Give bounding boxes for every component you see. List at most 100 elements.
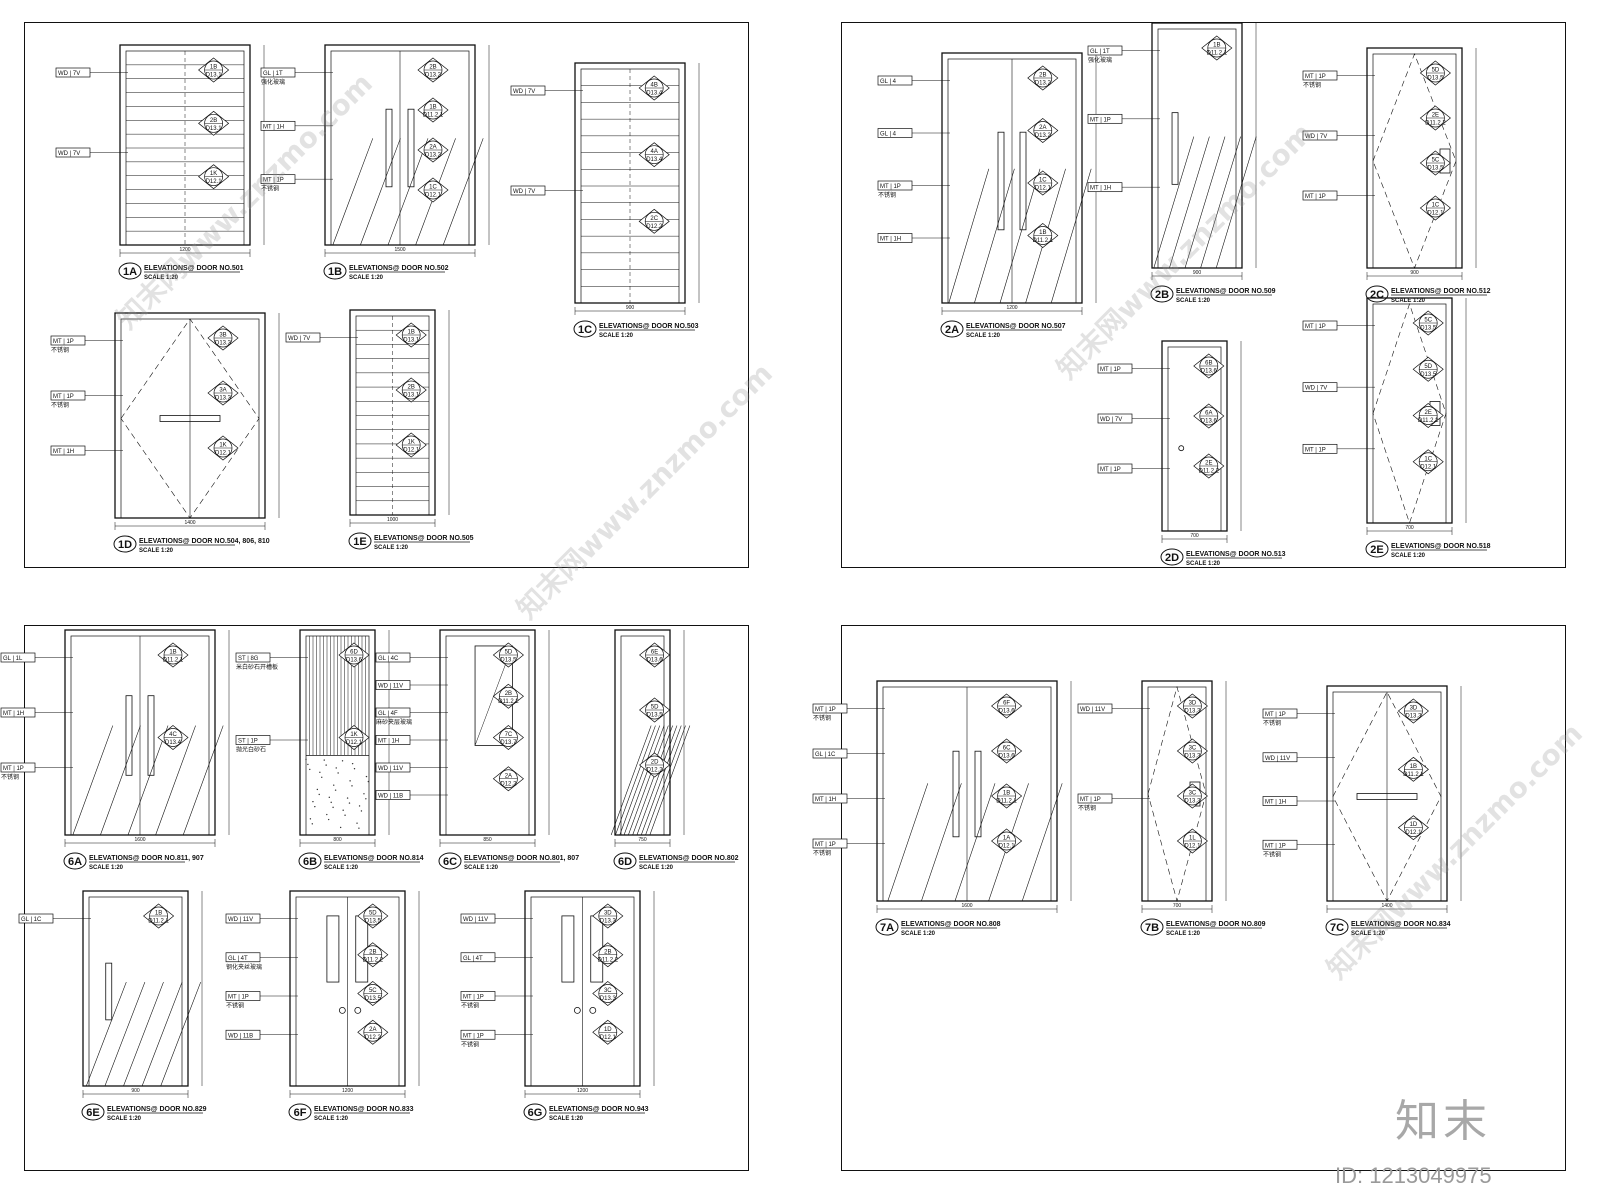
elevation-code: 1D: [118, 539, 132, 551]
material-tag: MT | 1H: [877, 233, 950, 243]
material-code: MT | 1P: [1305, 447, 1326, 453]
material-tag: GL | 4T: [460, 952, 533, 963]
bubble-sheet-ref: D13.2: [425, 153, 442, 159]
bubble-detail-number: 1A: [1003, 836, 1010, 842]
detail-bubble: 2E D11.2.2: [1412, 403, 1444, 428]
material-tag: WD | 7V: [285, 332, 358, 343]
bubble-detail-number: 2E: [1205, 461, 1212, 467]
bubble-sheet-ref: D13.6: [1201, 419, 1218, 425]
bubble-sheet-ref: D13.7: [500, 740, 517, 746]
bubble-sheet-ref: D13.4: [165, 740, 182, 746]
bubble-detail-number: 2E: [1425, 410, 1432, 416]
material-code: WD | 11V: [463, 917, 488, 923]
bubble-detail-number: 2B: [505, 691, 512, 697]
elevation-title: ELEVATIONS@ DOOR NO.833: [314, 1106, 414, 1113]
material-code: MT | 1P: [463, 995, 484, 1001]
material-code: MT | 1H: [1090, 186, 1111, 192]
bubble-sheet-ref: D13.1: [206, 126, 223, 132]
material-note: 强化玻璃: [261, 78, 285, 86]
bubble-detail-number: 2A: [1039, 125, 1046, 131]
material-code: MT | 1H: [378, 739, 399, 745]
elevation-code: 2B: [1155, 289, 1169, 301]
bubble-sheet-ref: D12.1: [1405, 830, 1422, 836]
bubble-sheet-ref: D11.2.2: [1418, 418, 1439, 424]
bubble-detail-number: 4C: [169, 732, 177, 738]
width-dimension: 800: [333, 837, 342, 843]
elevation-title: ELEVATIONS@ DOOR NO.502: [349, 265, 449, 272]
material-note: 不锈钢: [813, 849, 831, 857]
bubble-detail-number: 2B: [369, 949, 376, 955]
bubble-detail-number: 1D: [604, 1027, 612, 1033]
material-code: MT | 1P: [1265, 712, 1286, 718]
bubble-detail-number: 1B: [429, 105, 436, 111]
material-code: MT | 1P: [1305, 194, 1326, 200]
material-code: MT | 1P: [3, 766, 24, 772]
elevation-scale: SCALE 1:20: [139, 548, 174, 554]
elevation-title: ELEVATIONS@ DOOR NO.829: [107, 1106, 207, 1113]
material-code: MT | 1P: [53, 339, 74, 345]
material-tag: MT | 1P: [1302, 190, 1375, 201]
bubble-sheet-ref: D13.5: [365, 996, 382, 1002]
bubble-sheet-ref: D12.1: [1420, 464, 1437, 470]
material-code: WD | 11V: [378, 766, 403, 772]
bubble-detail-number: 5D: [1424, 364, 1432, 370]
bubble-detail-number: 6F: [1003, 701, 1010, 707]
material-code: GL | 4C: [378, 656, 399, 662]
material-tag: WD | 7V: [1097, 413, 1170, 424]
material-tag: MT | 1H: [1087, 182, 1160, 193]
material-note: 不锈钢: [813, 714, 831, 722]
material-tag: WD | 11V: [1262, 752, 1335, 763]
bubble-sheet-ref: D13.3: [215, 396, 232, 402]
material-note: 不锈钢: [1263, 719, 1281, 727]
elevation-title: ELEVATIONS@ DOOR NO.802: [639, 855, 739, 862]
material-code: GL | 4T: [228, 956, 248, 962]
material-note: 不锈钢: [261, 185, 279, 193]
bubble-detail-number: 2D: [651, 760, 659, 766]
elevation-code-bubble: [81, 1103, 105, 1121]
bubble-sheet-ref: D12.1: [215, 451, 232, 457]
material-tag: WD | 11B: [225, 1029, 298, 1040]
elevation-scale: SCALE 1:20: [599, 333, 634, 339]
brand-logo-text: 知末: [1395, 1096, 1491, 1147]
width-dimension: 850: [483, 837, 492, 843]
elevation-code: 6E: [86, 1107, 99, 1119]
elevation-scale: SCALE 1:20: [549, 1116, 584, 1122]
bubble-sheet-ref: D12.1: [600, 1035, 617, 1041]
bubble-detail-number: 5D: [505, 650, 513, 656]
material-code: GL | 1C: [21, 917, 42, 923]
elevation-code-bubble: [1365, 540, 1389, 558]
material-tag: WD | 11B: [375, 790, 448, 800]
material-note: 不锈钢: [51, 401, 69, 409]
elevation-scale: SCALE 1:20: [324, 865, 359, 871]
